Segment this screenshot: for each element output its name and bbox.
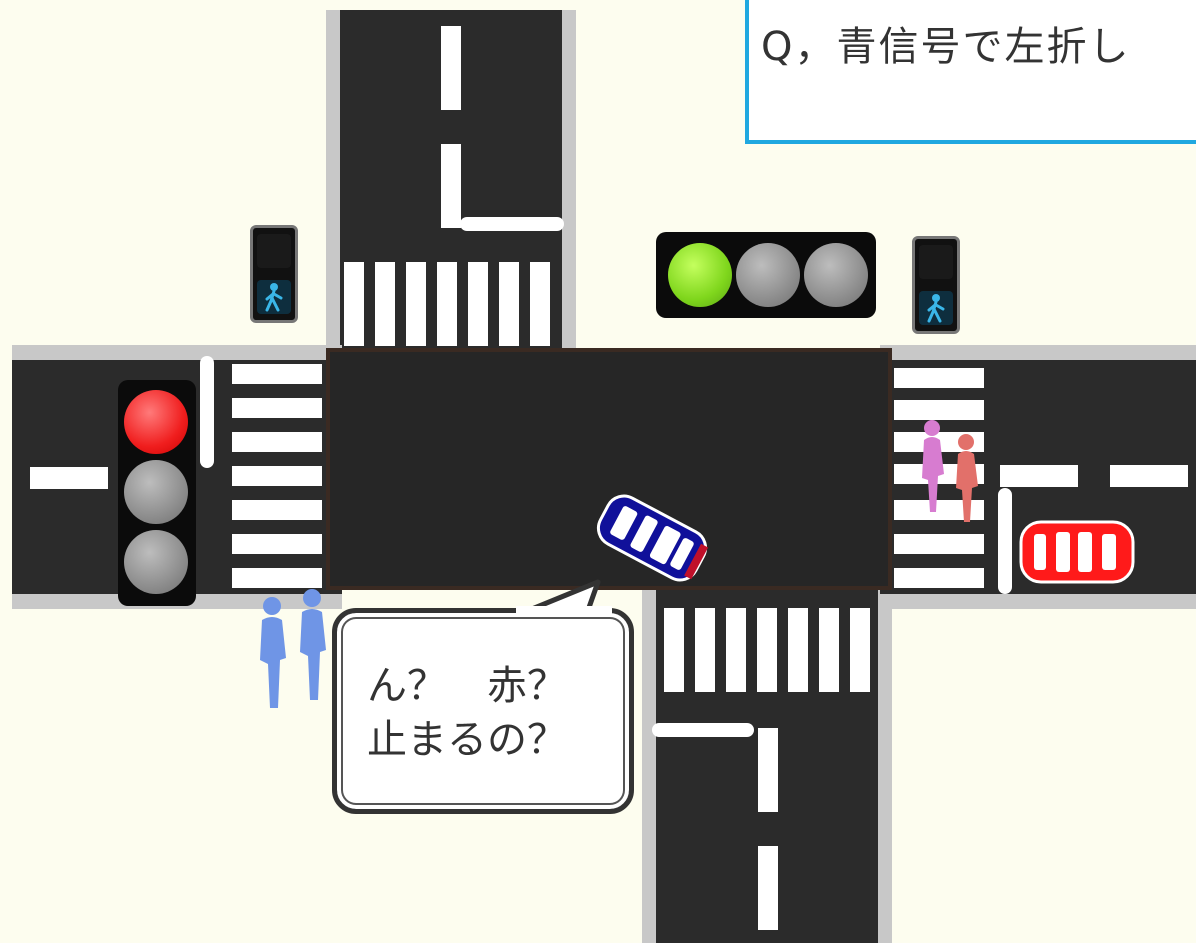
crosswalk-north xyxy=(342,262,560,346)
crosswalk-stripe xyxy=(406,262,426,346)
crosswalk-stripe xyxy=(850,608,870,692)
pedestrian-signal-left xyxy=(250,225,298,323)
pedestrian-blue-1-icon xyxy=(260,597,286,708)
blue-car-icon xyxy=(596,494,709,582)
crosswalk-stripe xyxy=(894,500,984,520)
vehicle-signal-top xyxy=(656,232,876,318)
red-car-icon xyxy=(1019,520,1135,584)
walking-person-icon xyxy=(927,294,945,323)
walk-lamp-icon xyxy=(257,280,291,314)
speech-bubble: ん？ 赤？ 止まるの？ xyxy=(332,608,634,814)
crosswalk-stripe xyxy=(695,608,715,692)
crosswalk-stripe xyxy=(232,500,322,520)
walk-lamp-icon xyxy=(919,291,953,325)
red-lamp-off-icon xyxy=(804,243,868,307)
south-lane-dash-1 xyxy=(758,728,778,812)
question-box: Q，青信号で左折し xyxy=(745,0,1196,144)
intersection xyxy=(326,348,892,590)
speech-line-2: 止まるの？ xyxy=(367,717,567,763)
crosswalk-stripe xyxy=(530,262,550,346)
crosswalk-stripe xyxy=(894,568,984,588)
crosswalk-stripe xyxy=(232,534,322,554)
north-stop-line xyxy=(460,217,564,231)
crosswalk-stripe xyxy=(726,608,746,692)
north-lane-dash-2 xyxy=(441,144,461,228)
crosswalk-stripe xyxy=(894,534,984,554)
crosswalk-stripe xyxy=(894,368,984,388)
speech-line-1: ん？ 赤？ xyxy=(367,663,567,709)
south-stop-line xyxy=(652,723,754,737)
crosswalk-stripe xyxy=(819,608,839,692)
stop-lamp-off-icon xyxy=(919,245,953,279)
north-lane-dash-1 xyxy=(441,26,461,110)
yellow-lamp-off-icon xyxy=(124,460,188,524)
crosswalk-stripe xyxy=(375,262,395,346)
crosswalk-west xyxy=(232,362,322,590)
pedestrian-signal-right xyxy=(912,236,960,334)
green-lamp-icon xyxy=(668,243,732,307)
speech-bubble-tail-join xyxy=(516,606,612,616)
west-lane-dash-1 xyxy=(30,467,108,489)
pedestrian-blue-2-icon xyxy=(300,589,326,700)
crosswalk-stripe xyxy=(894,400,984,420)
east-lane-dash-1 xyxy=(1000,465,1078,487)
east-lane-dash-2 xyxy=(1110,465,1188,487)
crosswalk-stripe xyxy=(437,262,457,346)
vehicle-signal-left xyxy=(118,380,196,606)
west-stop-line xyxy=(200,356,214,468)
crosswalk-stripe xyxy=(499,262,519,346)
crosswalk-stripe xyxy=(232,568,322,588)
question-text: Q，青信号で左折し xyxy=(761,24,1131,70)
crosswalk-south xyxy=(662,608,876,692)
east-stop-line xyxy=(998,488,1012,594)
crosswalk-stripe xyxy=(664,608,684,692)
crosswalk-stripe xyxy=(232,398,322,418)
yellow-lamp-off-icon xyxy=(736,243,800,307)
south-lane-dash-2 xyxy=(758,846,778,930)
crosswalk-stripe xyxy=(757,608,777,692)
crosswalk-stripe xyxy=(788,608,808,692)
pedestrian-salmon-icon xyxy=(956,434,978,522)
crosswalk-east xyxy=(894,366,984,594)
walking-person-icon xyxy=(265,283,283,312)
red-lamp-icon xyxy=(124,390,188,454)
crosswalk-stripe xyxy=(232,432,322,452)
crosswalk-stripe xyxy=(344,262,364,346)
crosswalk-stripe xyxy=(232,466,322,486)
crosswalk-stripe xyxy=(468,262,488,346)
pedestrian-pink-icon xyxy=(922,420,944,512)
green-lamp-off-icon xyxy=(124,530,188,594)
stop-lamp-off-icon xyxy=(257,234,291,268)
crosswalk-stripe xyxy=(232,364,322,384)
